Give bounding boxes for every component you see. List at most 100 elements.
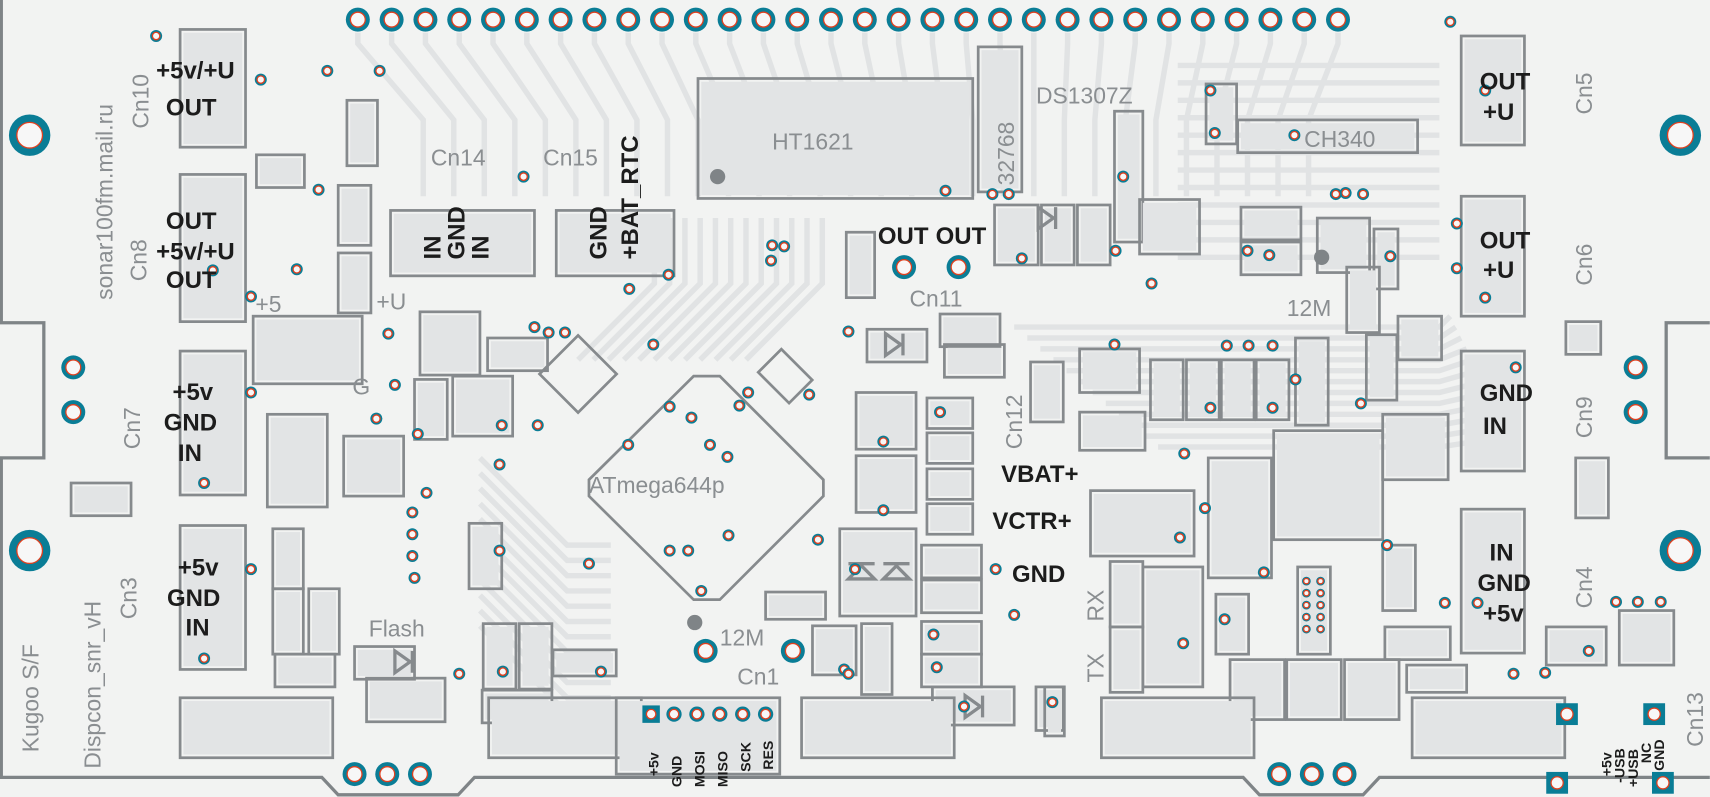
component-outline [336,183,373,247]
component-outline [1141,565,1205,689]
rx-label: RX [1083,590,1109,622]
cn5-label-2: +U [1483,99,1514,126]
cn1-pin-label: RES [761,741,777,770]
cn14-label-3: IN [468,236,495,260]
isp-pin-drill [668,708,680,720]
header-pin-drill [1059,11,1076,28]
pad-area [943,317,997,344]
via-drill [813,535,823,545]
pad-area [1224,363,1251,417]
component-outline [336,251,373,315]
via-drill [533,420,543,430]
jumper-pin-drill [1303,613,1310,621]
via-drill [454,669,464,679]
pad-area [423,315,477,372]
via-drill [151,31,161,41]
diode-icon [393,647,414,676]
via-drill [1440,598,1450,608]
header-pin-drill [755,11,772,28]
component-outline [800,696,956,760]
via-drill [766,256,776,265]
trace [478,517,611,609]
cn6-label-1: OUT [1480,228,1531,255]
component-outline [1078,347,1141,394]
component-outline [865,327,929,364]
pad-area [341,256,368,310]
via-drill [497,420,507,430]
jumper-pin-drill [1317,613,1324,621]
pad-area [276,592,301,651]
component-outline [1219,358,1256,422]
via-drill [314,185,323,195]
isp-pin-drill [645,708,657,720]
component-outline [178,173,247,323]
component-outline [1381,412,1450,482]
via-drill [991,564,1001,574]
trace [422,32,488,197]
component-outline [1089,489,1196,558]
header-pin-drill [1127,11,1144,28]
cn10-label-1: +5v/+U [156,58,235,85]
via-drill [1509,669,1518,679]
pad-area [1349,270,1377,330]
cn13-ref: Cn13 [1682,692,1708,747]
via-drill [683,546,693,555]
cn8-label-1: OUT [166,208,217,235]
trace [591,32,640,197]
via-drill [1382,540,1392,550]
component-outline [1185,358,1221,422]
trace [478,501,611,594]
component-outline [1383,625,1452,661]
model-text: Kugoo S/F [17,644,43,752]
via-drill [696,586,706,596]
via-drill [1268,403,1277,413]
via-drill [407,551,417,561]
via-drill [1175,533,1185,542]
cn14-label-2: GND [444,206,471,259]
through-hole-drill [1627,359,1644,376]
pad-area [276,532,301,586]
trace [1061,32,1071,197]
component-outline [345,98,379,168]
pad-area [930,506,970,531]
pad-area [1113,630,1140,690]
isp-pin-drill [714,708,726,720]
component-outline [1343,658,1401,721]
pad-area [768,595,823,617]
jumper-pin-drill [1317,589,1324,597]
via-drill [1244,341,1253,350]
rtc-label: DS1307Z [1036,83,1133,109]
pad-area [346,439,401,493]
cn13-pin-label: +5v [1600,752,1616,776]
via-drill [410,573,419,583]
via-drill [1047,697,1057,707]
cn1-pin-label: MISO [715,751,731,787]
via-drill [1473,598,1482,608]
via-drill [1178,638,1188,648]
trace [621,218,703,362]
pad-area [559,213,671,273]
mounting-hole-drill [1666,537,1694,565]
via-drill [767,240,777,250]
pad-area [350,103,375,163]
pad-area [490,341,545,368]
component-outline [1574,456,1610,520]
component-outline [1459,194,1526,318]
pad-area [1549,630,1603,662]
mcu-label: ATmega644p [589,472,725,498]
via-drill [1291,375,1300,384]
component-outline [178,28,247,149]
via-drill [375,66,385,76]
via-drill [495,460,504,469]
mcu-outline [587,374,825,602]
cn13-pin-label: GND [1652,739,1668,770]
component-outline [925,502,975,536]
cn7-label-2: GND [164,410,217,437]
cn9-ref: Cn9 [1571,396,1597,438]
pad-area [981,50,1019,189]
component-outline [811,624,858,677]
via-drill [723,452,732,462]
pad-area [74,486,128,513]
pad-area [930,472,970,497]
component-outline [554,209,676,278]
